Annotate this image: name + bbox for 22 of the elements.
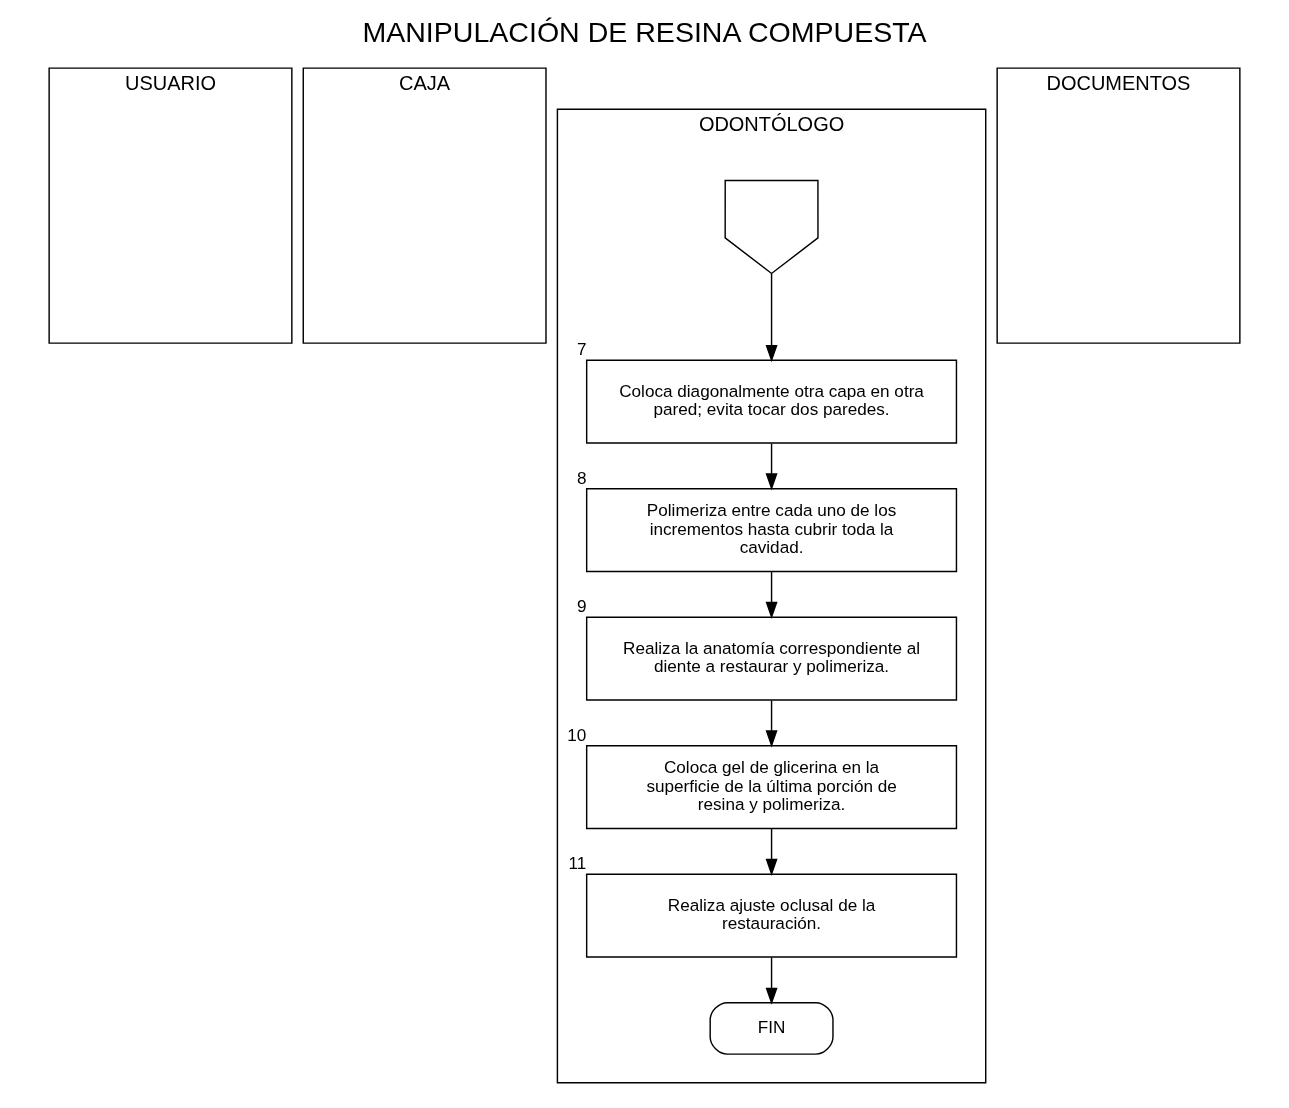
node-box: Polimeriza entre cada uno de los incrementos hasta cubrir toda la cavidad.	[585, 488, 958, 573]
node-box: Realiza la anatomía correspondiente al diente a restaurar y polimeriza.	[585, 616, 958, 701]
node-box: FIN	[709, 1002, 834, 1055]
diagram-title: MANIPULACIÓN DE RESINA COMPUESTA	[362, 16, 927, 49]
node-box: DOCUMENTOS	[996, 67, 1241, 344]
node-label: 7	[576, 339, 587, 360]
node-label: 9	[576, 596, 587, 617]
node-box: Coloca diagonalmente otra capa en otra pared; evita tocar dos paredes.	[585, 359, 958, 444]
arrow	[765, 442, 778, 491]
node-label: 8	[576, 467, 587, 488]
arrow	[765, 571, 778, 619]
arrow	[765, 699, 778, 748]
node-box: Realiza ajuste oclusal de la restauración.	[585, 873, 958, 958]
arrow	[765, 272, 778, 363]
node-box: CAJA	[302, 67, 547, 344]
node-box: USUARIO	[48, 67, 293, 344]
node-label: 10	[567, 724, 587, 745]
node-pentagon	[724, 179, 819, 275]
arrow	[765, 956, 778, 1005]
node-label: 11	[568, 853, 587, 874]
node-box: Coloca gel de glicerina en la superficie de la última porción de resina y polimeriza.	[585, 745, 958, 830]
arrow	[765, 828, 778, 876]
